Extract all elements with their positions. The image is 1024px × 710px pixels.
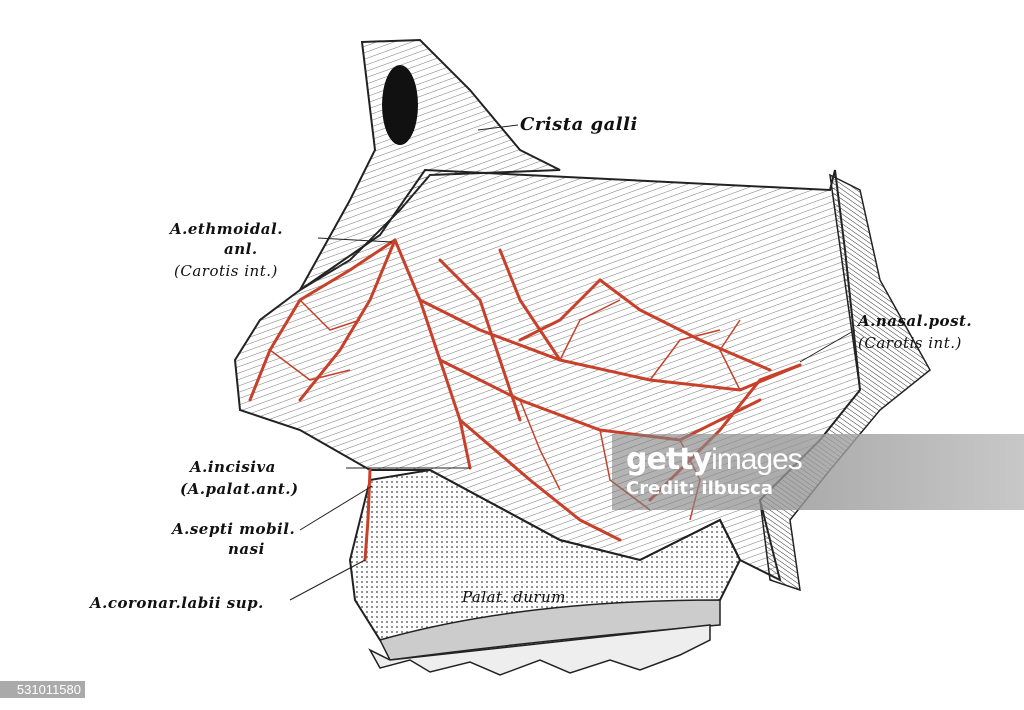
label-nasal-post-carotis: (Carotis int.) — [858, 334, 962, 352]
watermark-banner: gettyimages Credit: ilbusca — [612, 434, 1024, 510]
label-ethmoidal: A.ethmoidal. — [170, 220, 283, 238]
label-ethmoidal-ant: anl. — [224, 240, 258, 258]
label-nasi: nasi — [228, 540, 265, 558]
credit-text: Credit: ilbusca — [626, 478, 773, 499]
label-ethmoidal-carotis: (Carotis int.) — [174, 262, 278, 280]
teeth — [368, 624, 711, 676]
label-palat-ant: (A.palat.ant.) — [180, 480, 299, 498]
logo-light: images — [711, 443, 803, 476]
label-coronar: A.coronar.labii sup. — [90, 594, 264, 612]
label-crista-galli: Crista galli — [520, 114, 638, 135]
label-palat-durum: Palat. durum — [462, 588, 566, 606]
label-septi-mobil: A.septi mobil. — [172, 520, 296, 538]
label-incisiva: A.incisiva — [190, 458, 276, 476]
leader-lines — [289, 124, 856, 601]
sinus-cavity — [382, 65, 418, 145]
palate-durum-band — [378, 599, 721, 661]
getty-logo: gettyimages — [626, 442, 803, 477]
image-id-badge: 531011580 — [0, 681, 85, 698]
label-nasal-post: A.nasal.post. — [858, 312, 973, 330]
logo-bold: getty — [626, 442, 712, 477]
